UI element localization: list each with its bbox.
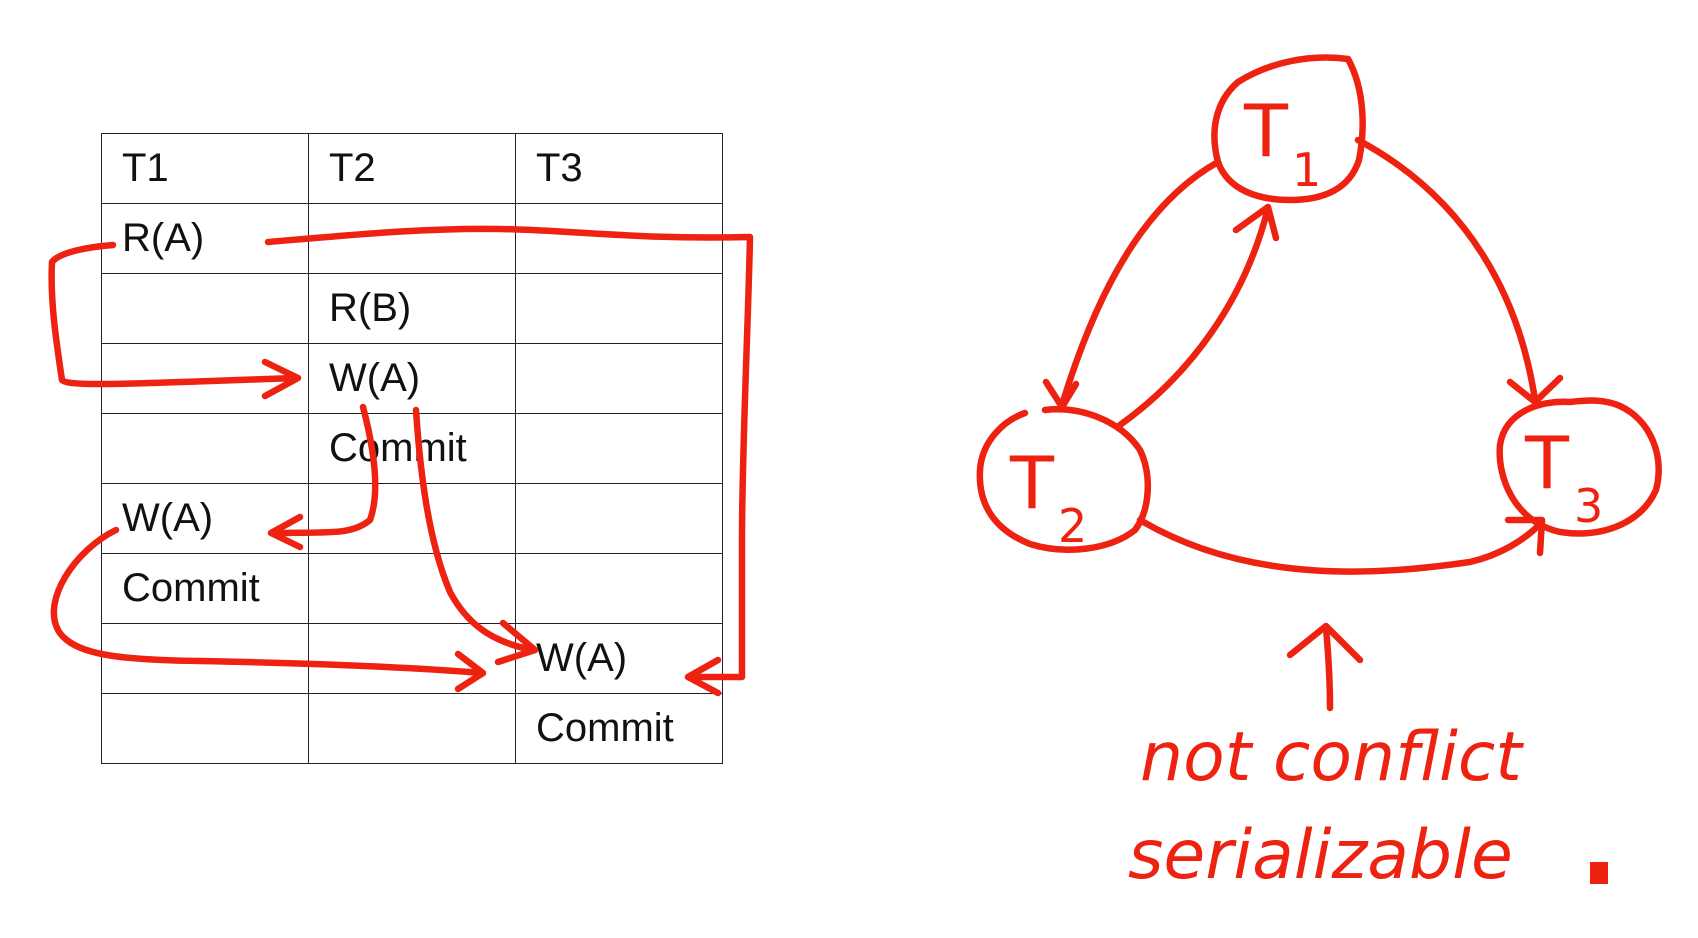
table-cell: Commit <box>308 413 516 484</box>
table-header-row: T1 T2 T3 <box>101 133 723 204</box>
table-row: W(A) <box>101 483 723 554</box>
table-row: W(A) <box>101 623 723 694</box>
table-cell <box>515 273 723 344</box>
table-row: R(A) <box>101 203 723 274</box>
node-label-t2-sub: 2 <box>1058 499 1087 553</box>
table-cell <box>101 273 309 344</box>
graph-edge-t2-to-t1 <box>1116 203 1280 429</box>
graph-node-t3: T 3 <box>1496 397 1662 537</box>
table-cell <box>101 343 309 414</box>
column-header-t2: T2 <box>308 133 516 204</box>
table-cell: W(A) <box>101 483 309 554</box>
table-cell <box>308 483 516 554</box>
table-row: R(B) <box>101 273 723 344</box>
table-cell: R(B) <box>308 273 516 344</box>
table-row: W(A) <box>101 343 723 414</box>
table-cell <box>308 623 516 694</box>
graph-edge-t1-to-t2 <box>1042 158 1222 411</box>
graph-node-t2: T 2 <box>976 406 1151 553</box>
node-label-t3-letter: T <box>1524 421 1570 505</box>
table-cell <box>101 623 309 694</box>
node-label-t1-sub: 1 <box>1292 143 1321 197</box>
table-row: Commit <box>101 553 723 624</box>
table-cell <box>308 693 516 764</box>
node-label-t1-letter: T <box>1243 89 1289 173</box>
table-cell <box>515 413 723 484</box>
schedule-table: T1 T2 T3 R(A) R(B) W(A) Commit W(A) Comm… <box>101 133 723 764</box>
table-cell <box>515 343 723 414</box>
table-row: Commit <box>101 693 723 764</box>
table-cell: W(A) <box>308 343 516 414</box>
table-cell: W(A) <box>515 623 723 694</box>
pen-cursor-mark <box>1590 862 1608 884</box>
node-label-t3-sub: 3 <box>1574 479 1603 533</box>
table-cell: Commit <box>515 693 723 764</box>
table-cell: Commit <box>101 553 309 624</box>
table-cell <box>515 483 723 554</box>
column-header-t3: T3 <box>515 133 723 204</box>
table-cell: R(A) <box>101 203 309 274</box>
table-cell <box>101 413 309 484</box>
column-header-t1: T1 <box>101 133 309 204</box>
note-pointer-arrow <box>1286 622 1364 712</box>
table-cell <box>308 553 516 624</box>
graph-node-t1: T 1 <box>1211 54 1366 204</box>
graph-edge-t2-to-t3 <box>1136 516 1546 575</box>
table-cell <box>308 203 516 274</box>
table-row: Commit <box>101 413 723 484</box>
node-label-t2-letter: T <box>1009 441 1055 525</box>
table-cell <box>515 203 723 274</box>
table-cell <box>515 553 723 624</box>
note-line-not-conflict: not conflict <box>1140 718 1524 797</box>
table-cell <box>101 693 309 764</box>
graph-edge-t1-to-t3 <box>1354 136 1564 406</box>
note-line-serializable: serializable <box>1128 816 1513 895</box>
